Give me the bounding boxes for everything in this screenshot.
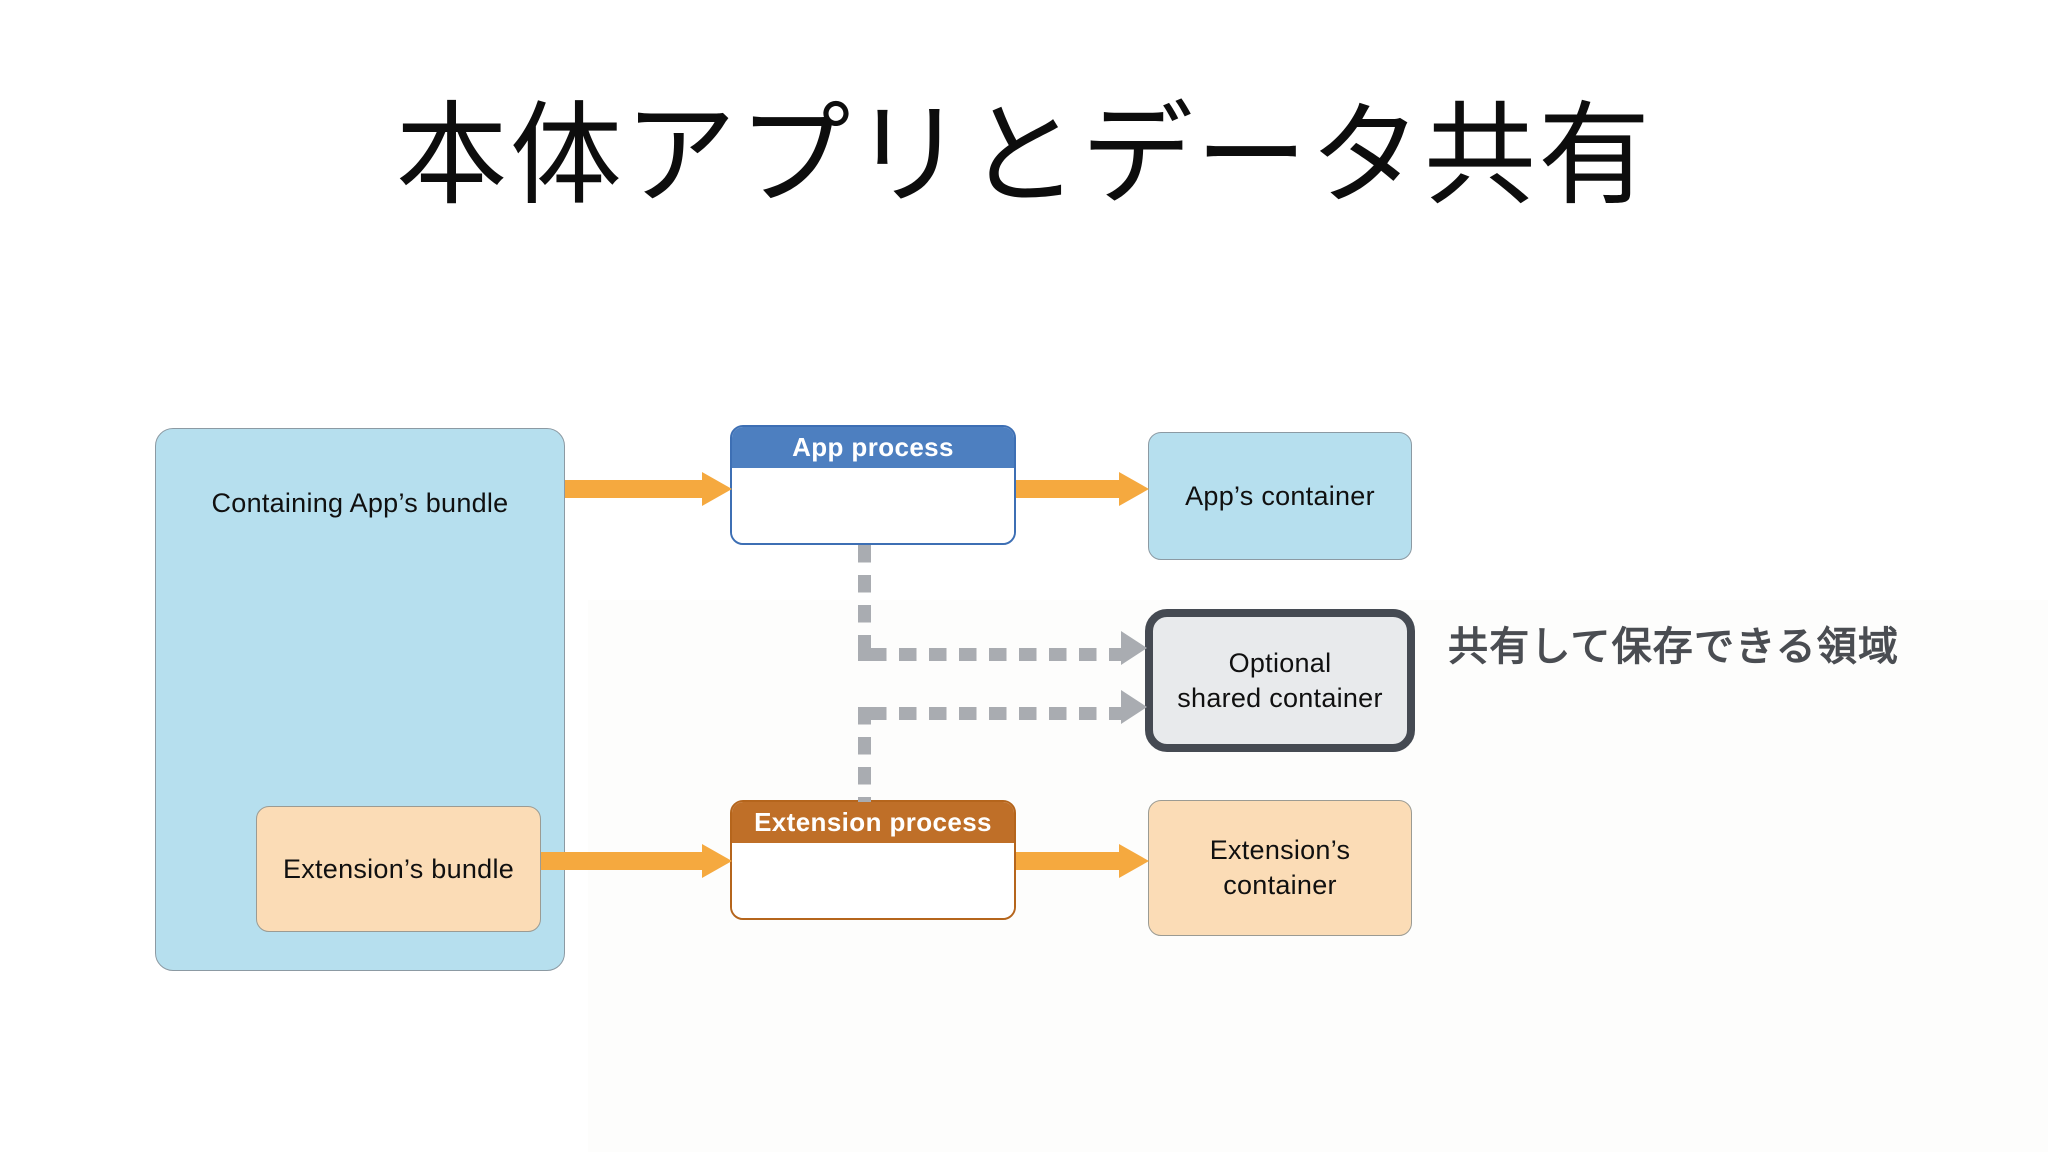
containing-app-bundle-label: Containing App’s bundle (211, 488, 509, 518)
extension-process-body (732, 843, 1014, 918)
shared-container-label: Optional shared container (1177, 646, 1382, 715)
arrow-head-icon (702, 472, 732, 506)
edge-ext-bundle-to-ext-process (541, 844, 732, 878)
app-process-header: App process (732, 427, 1014, 468)
node-extension-bundle: Extension’s bundle (256, 806, 541, 932)
arrow-head-icon (702, 844, 732, 878)
node-extension-process: Extension process (730, 800, 1016, 920)
edge-ext-process-to-ext-container (1016, 844, 1149, 878)
edge-app-process-to-app-container (1016, 472, 1149, 506)
edge-bundle-to-app-process (565, 472, 732, 506)
extension-container-label-line2: container (1223, 870, 1337, 900)
node-app-process: App process (730, 425, 1016, 545)
app-container-label: App’s container (1185, 480, 1375, 511)
extension-container-label: Extension’s container (1210, 833, 1351, 902)
dash-arrow-head-lower-icon (1121, 690, 1147, 724)
arrow-shaft (541, 852, 702, 870)
node-extension-container: Extension’s container (1148, 800, 1412, 936)
edge-app-process-dash-vertical (858, 545, 871, 655)
shared-container-label-line1: Optional (1228, 647, 1332, 678)
arrow-shaft (565, 480, 702, 498)
dash-corner-upper (858, 648, 871, 661)
edge-ext-process-to-shared-container (869, 707, 1139, 720)
dash-arrow-head-upper-icon (1121, 631, 1147, 665)
annotation-shared-area: 共有して保存できる領域 (1448, 625, 1900, 669)
shared-container-label-line2: shared container (1177, 682, 1383, 713)
arrow-shaft (1016, 480, 1119, 498)
extension-bundle-label: Extension’s bundle (282, 853, 515, 884)
arrow-head-icon (1119, 472, 1149, 506)
node-app-container: App’s container (1148, 432, 1412, 560)
node-shared-container: Optional shared container (1145, 609, 1415, 752)
dash-corner-lower (858, 707, 871, 720)
app-process-body (732, 468, 1014, 543)
extension-process-header: Extension process (732, 802, 1014, 843)
arrow-shaft (1016, 852, 1119, 870)
edge-ext-process-dash-vertical (858, 707, 871, 802)
edge-app-process-to-shared-container (869, 648, 1139, 661)
extension-container-label-line1: Extension’s (1209, 835, 1351, 866)
page-title: 本体アプリとデータ共有 (395, 93, 1653, 218)
arrow-head-icon (1119, 844, 1149, 878)
